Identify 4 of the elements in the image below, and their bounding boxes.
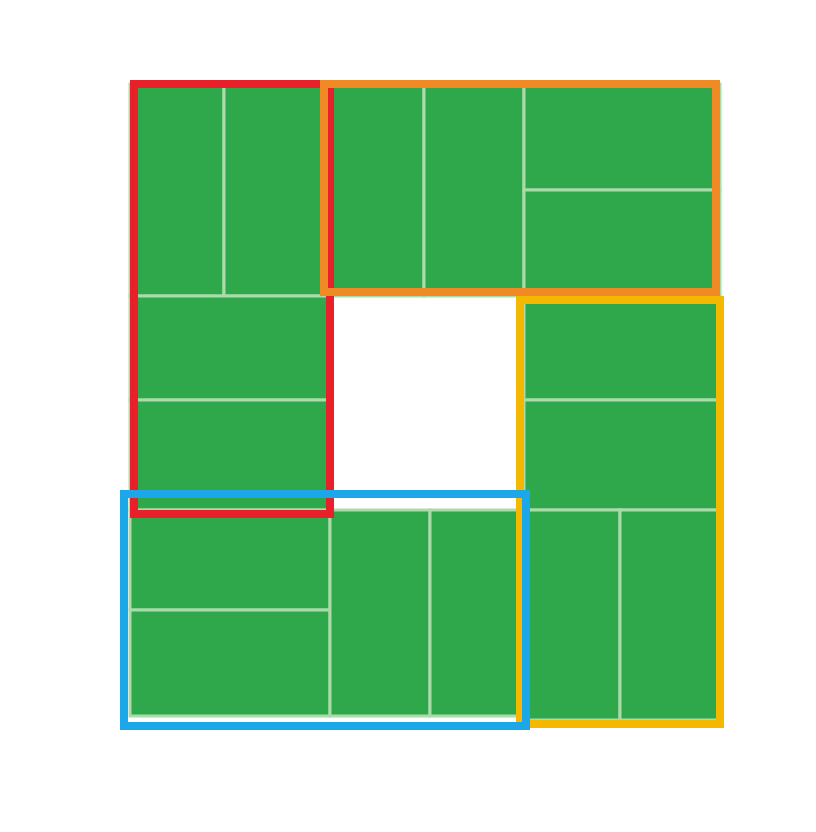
outline-frame [516,296,724,728]
outline-frame [120,490,530,730]
outline-frame [130,80,334,518]
outline-frame [320,80,720,296]
